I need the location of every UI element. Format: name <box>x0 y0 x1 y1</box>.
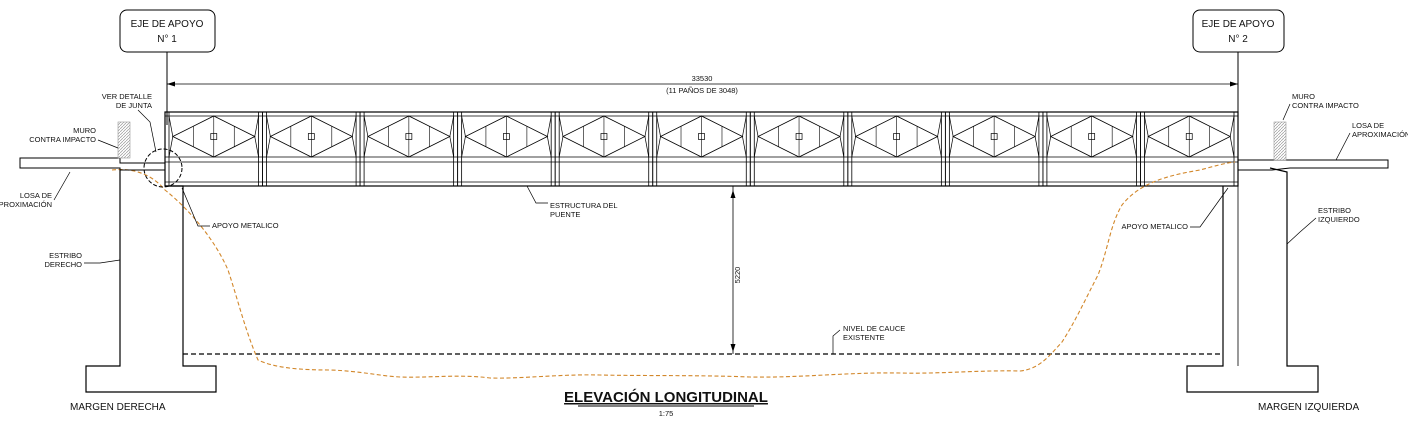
right-impact-wall <box>1273 121 1287 161</box>
right-abutment <box>1186 121 1389 393</box>
annotations-center: ESTRUCTURA DEL PUENTE NIVEL DE CAUCE EXI… <box>526 185 905 354</box>
label-margen-right: MARGEN IZQUIERDA <box>1258 402 1359 413</box>
label-losa-right-2: APROXIMACIÓN <box>1352 130 1408 139</box>
label-nivel-1: NIVEL DE CAUCE <box>843 324 905 333</box>
support-axis-1: EJE DE APOYO N° 1 <box>119 9 216 125</box>
label-muro-left-1: MURO <box>73 126 96 135</box>
label-ver-detalle-1: VER DETALLE <box>102 92 152 101</box>
left-impact-wall <box>117 121 131 159</box>
label-nivel-2: EXISTENTE <box>843 333 885 342</box>
label-muro-right-1: MURO <box>1292 92 1315 101</box>
label-ver-detalle-2: DE JUNTA <box>116 101 152 110</box>
annotations-left: VER DETALLE DE JUNTA MURO CONTRA IMPACTO… <box>0 92 279 413</box>
label-estructura-2: PUENTE <box>550 210 580 219</box>
truss-panel <box>1042 111 1141 187</box>
label-estribo-left-1: ESTRIBO <box>49 251 82 260</box>
label-estructura-1: ESTRUCTURA DEL <box>550 201 618 210</box>
truss-panel <box>359 111 459 187</box>
clearance-value: 5220 <box>733 267 742 284</box>
bridge-truss <box>164 111 1239 187</box>
truss-panel <box>944 111 1044 187</box>
truss-panel <box>847 111 946 187</box>
left-abutment <box>19 121 217 393</box>
annotations-right: MURO CONTRA IMPACTO LOSA DE APROXIMACIÓN… <box>1121 92 1408 413</box>
label-estribo-right-1: ESTRIBO <box>1318 206 1351 215</box>
label-apoyo-left: APOYO METALICO <box>212 221 279 230</box>
label-losa-left-2: APROXIMACIÓN <box>0 200 52 209</box>
label-estribo-right-2: IZQUIERDO <box>1318 215 1360 224</box>
drawing-scale: 1:75 <box>659 409 674 418</box>
label-muro-left-2: CONTRA IMPACTO <box>29 135 96 144</box>
label-losa-right-1: LOSA DE <box>1352 121 1384 130</box>
support-1-line2: N° 1 <box>157 34 177 45</box>
label-margen-left: MARGEN DERECHA <box>70 402 166 413</box>
support-1-line1: EJE DE APOYO <box>131 19 204 30</box>
support-2-line1: EJE DE APOYO <box>1202 19 1275 30</box>
span-detail: (11 PAÑOS DE 3048) <box>666 86 738 95</box>
truss-panel <box>749 111 849 187</box>
joint-detail-circle <box>143 148 183 188</box>
truss-panel <box>457 111 556 187</box>
label-losa-left-1: LOSA DE <box>20 191 52 200</box>
terrain-profile <box>111 161 1236 379</box>
clearance-dimension: 5220 <box>730 186 742 354</box>
span-dimension: 33530 (11 PAÑOS DE 3048) <box>167 74 1238 95</box>
support-axis-2: EJE DE APOYO N° 2 <box>1192 9 1285 125</box>
truss-panel <box>262 111 361 187</box>
label-muro-right-2: CONTRA IMPACTO <box>1292 101 1359 110</box>
drawing-title-block: ELEVACIÓN LONGITUDINAL 1:75 <box>564 388 768 418</box>
support-2-line2: N° 2 <box>1228 34 1248 45</box>
label-apoyo-right: APOYO METALICO <box>1121 222 1188 231</box>
truss-panel <box>652 111 751 187</box>
truss-panel <box>164 111 263 187</box>
drawing-title: ELEVACIÓN LONGITUDINAL <box>564 388 768 406</box>
label-estribo-left-2: DERECHO <box>44 260 82 269</box>
truss-panel <box>554 111 654 187</box>
truss-panel <box>1140 111 1239 187</box>
span-value: 33530 <box>692 74 713 83</box>
